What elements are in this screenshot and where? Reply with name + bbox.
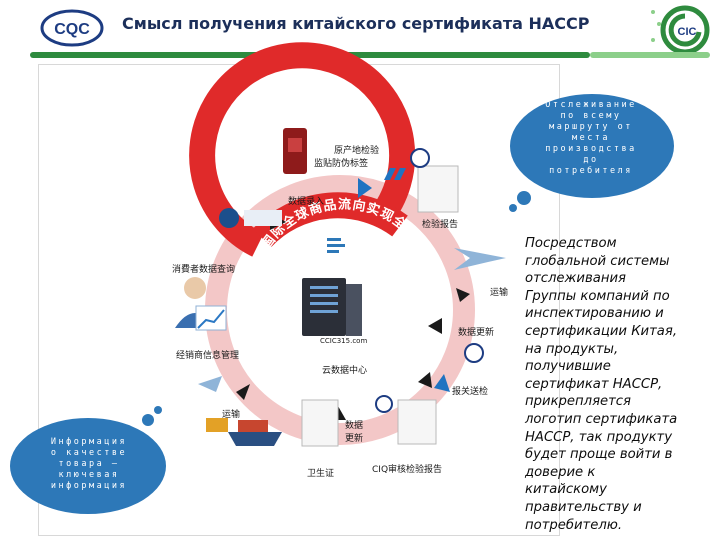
- ciq-report-label: CIQ审核检验报告: [372, 465, 443, 475]
- header: [0, 0, 720, 62]
- header-divider-accent: [590, 52, 710, 58]
- page-title: Смысл получения китайского сертификата Н…: [122, 14, 590, 33]
- inspection-report-label: 检验报告: [422, 220, 459, 230]
- cic-logo-text: CIC: [678, 26, 697, 38]
- document-lines-icon: [327, 238, 345, 253]
- server-icon: [302, 278, 362, 336]
- cic-logo: CIC: [645, 2, 715, 58]
- consumer-query-label: 消費者数据查询: [172, 265, 236, 275]
- data-update-bottom-label: 数据: [345, 421, 364, 431]
- truck-icon: [206, 418, 228, 432]
- top-info-cloud: [509, 94, 674, 212]
- dealer-management-label: 经销商信息管理: [176, 351, 240, 361]
- blue-arrows: [358, 168, 450, 392]
- cloud-data-center-label: 云数据中心: [322, 366, 368, 376]
- data-entry-label: 数据录入: [288, 197, 325, 207]
- origin-inspection-label: 原产地检验: [334, 146, 380, 156]
- tracking-ring: [189, 42, 416, 257]
- center-url-label: CCIC315.com: [320, 337, 368, 345]
- customs-inspection-label: 报关送检: [452, 387, 489, 397]
- data-update-right-label: 数据更新: [458, 328, 495, 338]
- transport-right-label: 运输: [490, 288, 509, 298]
- health-certificate-label: 卫生证: [307, 469, 335, 479]
- transport-left-label: 运输: [222, 410, 241, 420]
- cqc-logo: CQC: [40, 8, 104, 48]
- cic-mini-logos: [375, 148, 484, 413]
- bottle-icon: [283, 128, 307, 174]
- ship-icon: [228, 420, 282, 446]
- cqc-logo-text: CQC: [54, 21, 90, 38]
- airplane-icon: [198, 248, 506, 392]
- certificate-document-icons: [301, 165, 459, 447]
- company-logo-left: [219, 208, 282, 228]
- bottom-info-cloud: [10, 406, 166, 514]
- anti-counterfeit-label: 监贴防伪标签: [314, 159, 369, 169]
- growth-chart-icon: [195, 305, 227, 331]
- data-update-bottom-label-2: 更新: [345, 434, 364, 444]
